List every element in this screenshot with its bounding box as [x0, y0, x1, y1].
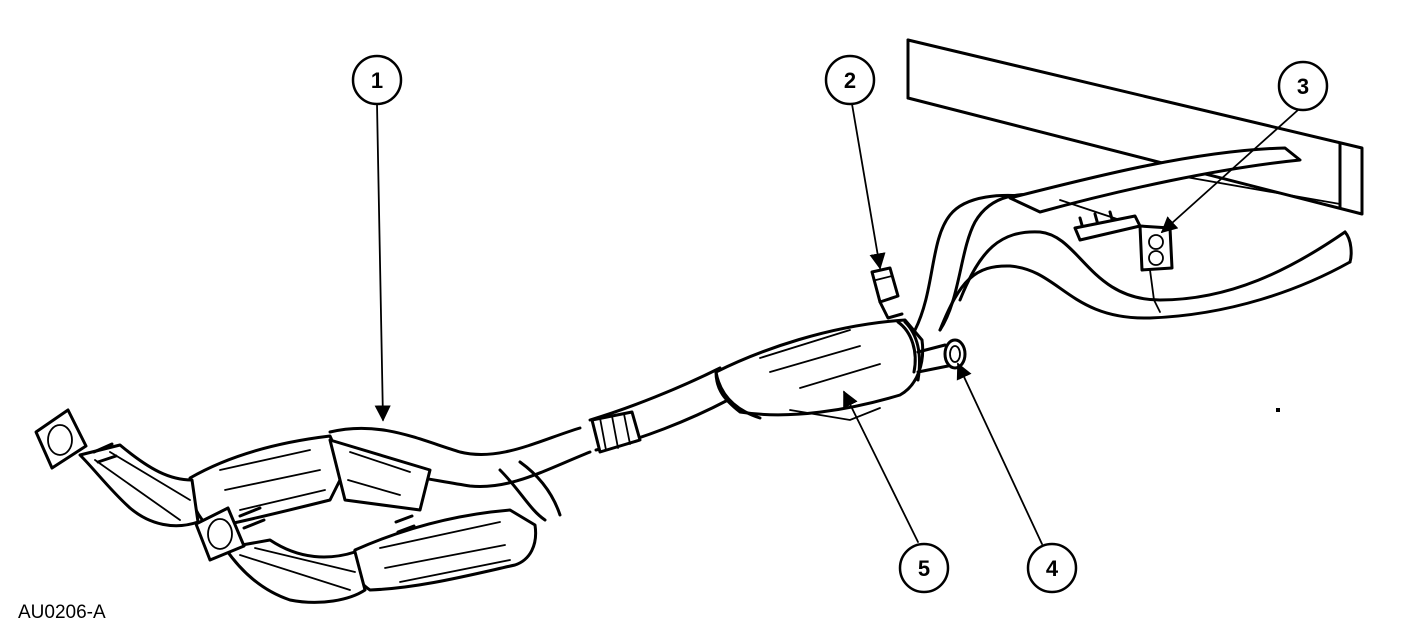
leader-line-1 [374, 103, 391, 422]
right-inlet-flange [194, 506, 416, 562]
callout-number: 2 [844, 68, 856, 93]
rear-pipe-flange [916, 338, 967, 374]
muffler [714, 318, 925, 421]
leader-line-5 [843, 390, 919, 543]
leader-line-2 [851, 103, 886, 270]
callout-5: 5 [898, 542, 950, 594]
front-hanger-bracket [870, 266, 904, 320]
scan-speck [1276, 408, 1280, 412]
left-inlet-flange [34, 408, 118, 470]
frame-crossmember [906, 38, 1364, 216]
callout-4: 4 [1026, 542, 1078, 594]
figure-id: AU0206-A [18, 602, 106, 623]
callout-number: 4 [1046, 556, 1059, 581]
intermediate-pipe [588, 366, 730, 454]
tailpipe [913, 146, 1353, 332]
callout-1: 1 [351, 54, 403, 106]
callout-number: 1 [371, 68, 383, 93]
rear-hanger-bracket [1073, 210, 1174, 313]
callout-3: 3 [1277, 60, 1329, 112]
leader-line-4 [956, 362, 1043, 545]
leader-lines [374, 103, 1299, 545]
callout-2: 2 [824, 54, 876, 106]
y-pipe-catalytic-converters [78, 426, 592, 604]
leader-line-3 [1160, 109, 1299, 234]
callout-number: 3 [1297, 74, 1309, 99]
callout-number: 5 [918, 556, 930, 581]
